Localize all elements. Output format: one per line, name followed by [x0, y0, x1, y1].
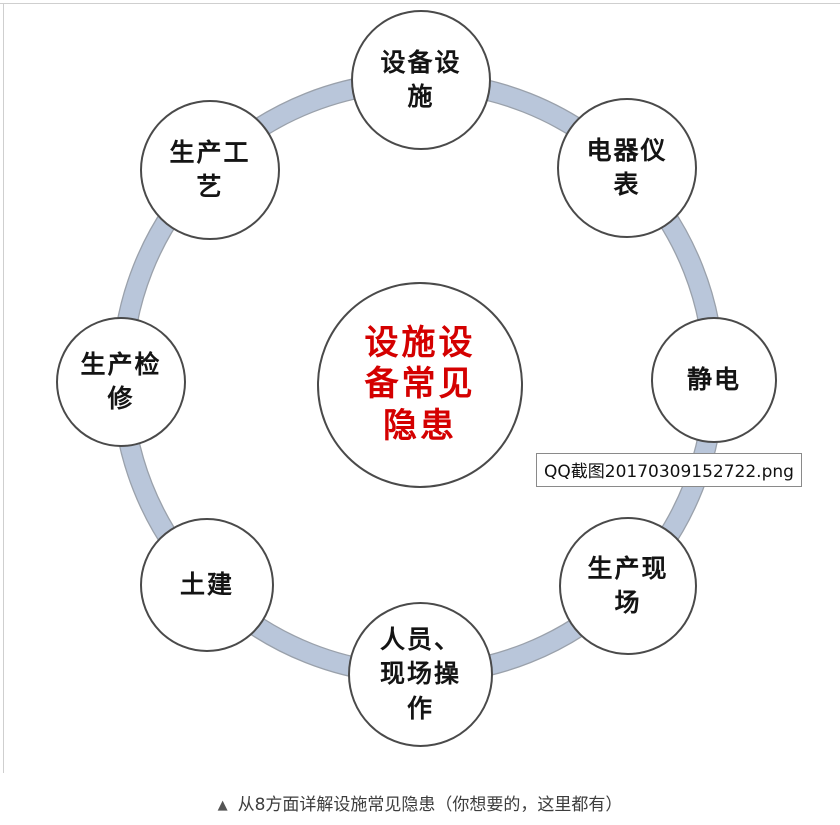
filename-tooltip: QQ截图20170309152722.png — [536, 453, 802, 487]
node-label: 生产检 修 — [80, 349, 162, 414]
caption-triangle-marker: ▲ — [217, 798, 228, 813]
node-static-electricity: 静电 — [651, 317, 777, 443]
node-label: 人员、 现场操 作 — [379, 624, 461, 723]
node-civil-construction: 土建 — [140, 518, 274, 652]
caption: ▲ 从8方面详解设施常见隐患（你想要的，这里都有） — [0, 790, 840, 815]
node-production-site: 生产现 场 — [559, 517, 697, 655]
node-production-process: 生产工 艺 — [140, 100, 280, 240]
node-equipment-facilities: 设备设 施 — [351, 10, 491, 150]
node-label: 静电 — [686, 364, 741, 394]
node-personnel-operations: 人员、 现场操 作 — [348, 602, 493, 747]
node-label: 土建 — [179, 569, 234, 599]
caption-text: 从8方面详解设施常见隐患（你想要的，这里都有） — [237, 795, 623, 815]
node-production-maintenance: 生产检 修 — [56, 317, 186, 447]
left-border-line — [3, 3, 4, 773]
node-electrical-instruments: 电器仪 表 — [557, 98, 697, 238]
node-label: 生产现 场 — [587, 553, 669, 618]
node-label: 电器仪 表 — [586, 135, 668, 200]
center-node-label: 设施设 备常见 隐患 — [364, 322, 476, 446]
center-node-hidden-dangers: 设施设 备常见 隐患 — [317, 282, 523, 488]
node-label: 设备设 施 — [380, 47, 462, 112]
top-border-line — [0, 3, 840, 4]
node-label: 生产工 艺 — [169, 137, 251, 202]
